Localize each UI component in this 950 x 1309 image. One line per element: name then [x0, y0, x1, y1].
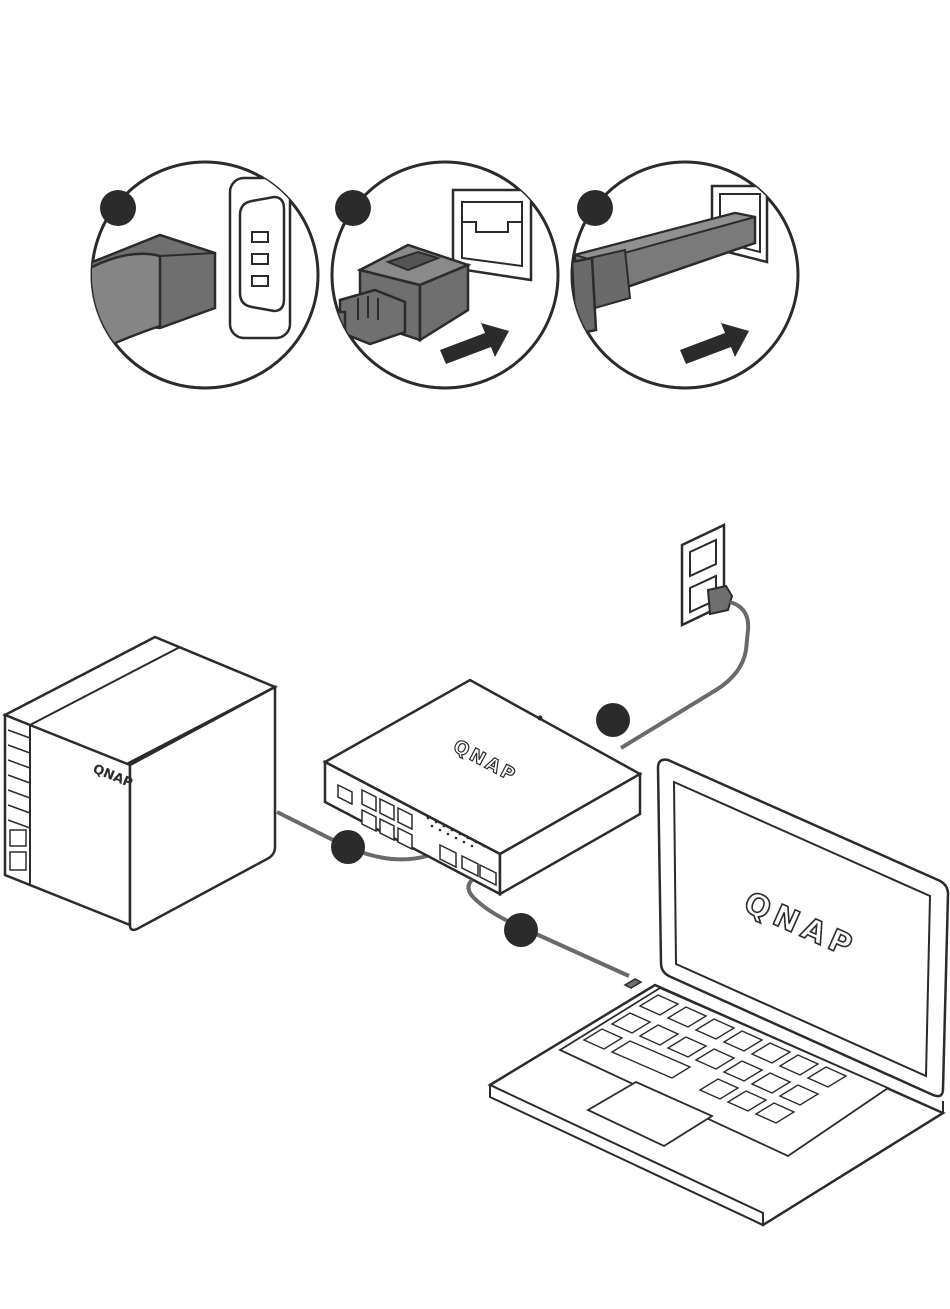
step-2-rj45-callout — [325, 162, 558, 388]
nas-device-icon: QNAP — [5, 637, 275, 930]
step-2-badge-main — [331, 830, 365, 864]
step-2-badge — [335, 190, 371, 226]
step-3-sfp-callout — [572, 162, 798, 388]
network-switch-icon: QNAP — [325, 680, 640, 894]
step-3-badge — [577, 190, 613, 226]
step-1-power-callout — [85, 162, 318, 388]
wall-outlet-icon — [682, 525, 732, 625]
step-1-badge — [100, 190, 136, 226]
step-3-badge-main — [504, 913, 538, 947]
step-1-badge-main — [596, 703, 630, 737]
laptop-sfp-cable — [468, 880, 629, 976]
